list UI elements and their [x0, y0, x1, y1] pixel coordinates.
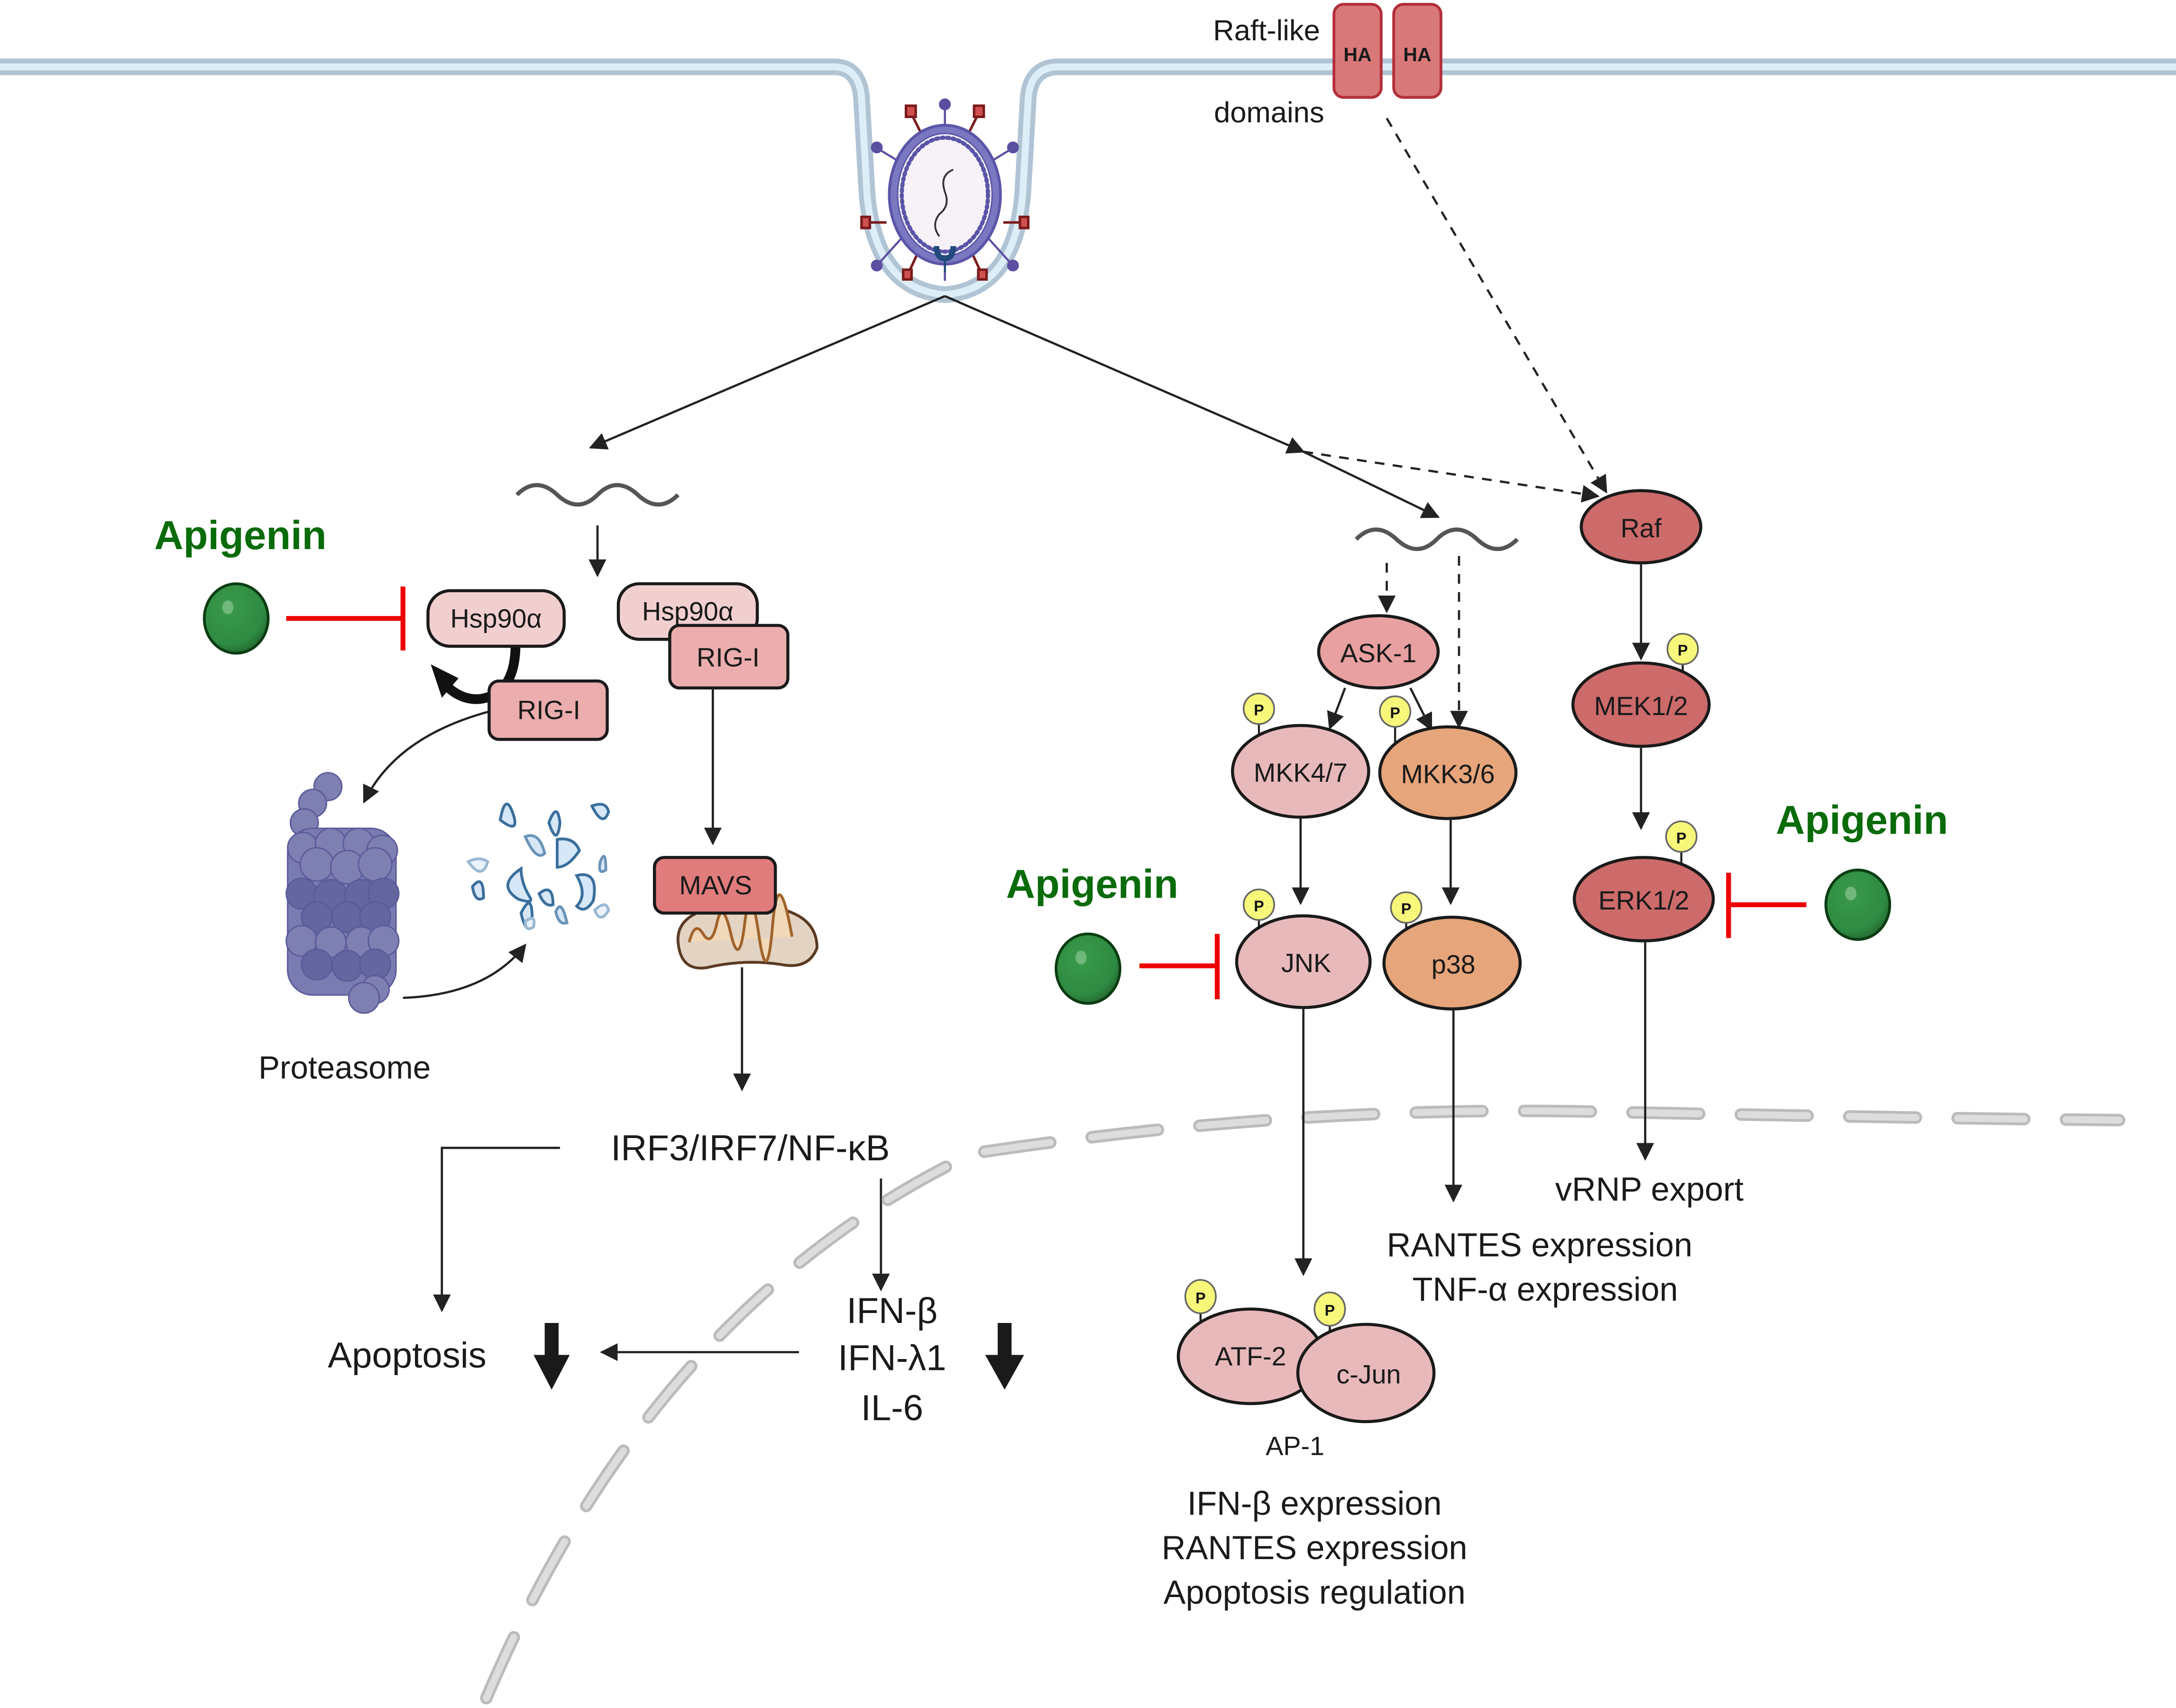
mavs-label: MAVS — [679, 871, 752, 900]
viral-rna-icon — [1354, 527, 1519, 551]
svg-text:P: P — [1676, 829, 1687, 846]
p38-label: p38 — [1432, 950, 1476, 979]
decrease-arrow-icon — [533, 1323, 570, 1390]
proteasome-icon — [285, 772, 400, 1014]
apigenin-label: Apigenin — [154, 513, 326, 558]
mek-label: MEK1/2 — [1594, 691, 1688, 721]
virus-icon — [860, 98, 1030, 281]
raf-label: Raf — [1620, 514, 1662, 543]
phosphate-icon: P — [1665, 820, 1698, 853]
p38-node: P p38 — [1382, 891, 1522, 1010]
ask1-label: ASK-1 — [1340, 639, 1417, 668]
hsp90a-label: Hsp90α — [450, 604, 542, 633]
inhibition-line — [1726, 872, 1807, 938]
hsp90a-rigi-complex: Hsp90α RIG-I — [616, 582, 790, 690]
phosphate-icon: Raf P — [1666, 633, 1699, 665]
apigenin-label: Apigenin — [1006, 862, 1178, 907]
mek-node: Raf P MEK1/2 — [1571, 633, 1711, 748]
raf-node: Raf — [1579, 489, 1703, 565]
svg-text:P: P — [1254, 898, 1264, 915]
apigenin-molecule-icon — [202, 582, 270, 655]
mkk36-label: MKK3/6 — [1401, 760, 1495, 789]
raft-label-line1: Raft-like — [1213, 14, 1320, 47]
hsp90a-complex-label: Hsp90α — [642, 597, 734, 626]
cjun-label: c-Jun — [1336, 1359, 1401, 1389]
inhibition-line — [1139, 934, 1220, 1000]
svg-text:P: P — [1325, 1302, 1335, 1319]
svg-text:P: P — [1195, 1289, 1206, 1306]
phosphate-icon: P — [1390, 891, 1423, 924]
branch-arrows — [588, 118, 1607, 518]
ha-label: HA — [1403, 44, 1431, 65]
cjun-node — [1296, 1322, 1436, 1423]
rigi-complex-label: RIG-I — [697, 643, 760, 672]
svg-text:P: P — [1678, 642, 1688, 659]
ap1-output: Apoptosis regulation — [1164, 1573, 1466, 1611]
p38-output: RANTES expression — [1386, 1226, 1692, 1263]
peptide-fragments-icon — [466, 802, 610, 930]
ap1-output: RANTES expression — [1162, 1529, 1468, 1566]
svg-text:P: P — [1401, 900, 1412, 918]
erk-node: P ERK1/2 — [1572, 820, 1715, 943]
rigi-node: RIG-I — [487, 679, 609, 741]
plasma-membrane — [0, 58, 2176, 303]
ap1-complex: P P ATF-2 c-Jun — [1176, 1279, 1436, 1423]
jnk-label: JNK — [1281, 948, 1331, 978]
ap1-label: AP-1 — [1266, 1431, 1324, 1460]
raft-label-line2: domains — [1214, 96, 1324, 129]
decrease-arrow-icon — [985, 1323, 1024, 1390]
svg-text:P: P — [1390, 705, 1400, 722]
ask1-node: ASK-1 — [1317, 614, 1440, 690]
cytokine-label: IL-6 — [861, 1388, 923, 1428]
atf2-label: ATF-2 — [1215, 1341, 1286, 1371]
erk-label: ERK1/2 — [1598, 886, 1689, 915]
p38-output: TNF-α expression — [1412, 1270, 1678, 1308]
hsp90a-node: Hsp90α — [426, 589, 566, 648]
jnk-node: P JNK — [1235, 888, 1372, 1010]
phosphate-icon: P — [1242, 888, 1275, 921]
apoptosis-label: Apoptosis — [328, 1335, 487, 1376]
phosphate-icon: P — [1184, 1279, 1217, 1314]
cytokine-label: IFN-β — [846, 1291, 937, 1331]
dissociation-arrow-icon — [431, 647, 521, 704]
ap1-output: IFN-β expression — [1187, 1484, 1442, 1522]
viral-rna-icon — [515, 483, 680, 507]
mkk47-label: MKK4/7 — [1254, 758, 1348, 788]
apigenin-molecule-icon — [1824, 868, 1891, 941]
svg-text:P: P — [1254, 702, 1264, 719]
ha-label: HA — [1343, 44, 1371, 65]
inhibition-line — [286, 586, 405, 651]
vrnp-export-label: vRNP export — [1555, 1170, 1744, 1208]
phosphate-icon: P — [1313, 1291, 1346, 1327]
transcription-factors-label: IRF3/IRF7/NF-κB — [611, 1128, 890, 1168]
cytokine-label: IFN-λ1 — [838, 1338, 946, 1378]
mkk47-node: P MKK4/7 — [1231, 692, 1370, 819]
phosphate-icon: P — [1242, 692, 1275, 725]
phosphate-icon: P — [1379, 695, 1412, 728]
apigenin-label: Apigenin — [1776, 798, 1948, 843]
proteasome-label: Proteasome — [258, 1050, 431, 1085]
apigenin-molecule-icon — [1055, 932, 1121, 1005]
rigi-label: RIG-I — [517, 696, 580, 725]
ha-receptor-1: HA — [1332, 3, 1383, 99]
mkk36-node: P MKK3/6 — [1378, 695, 1518, 820]
mavs-node: MAVS — [652, 856, 777, 915]
ha-receptor-2: HA — [1392, 3, 1442, 99]
